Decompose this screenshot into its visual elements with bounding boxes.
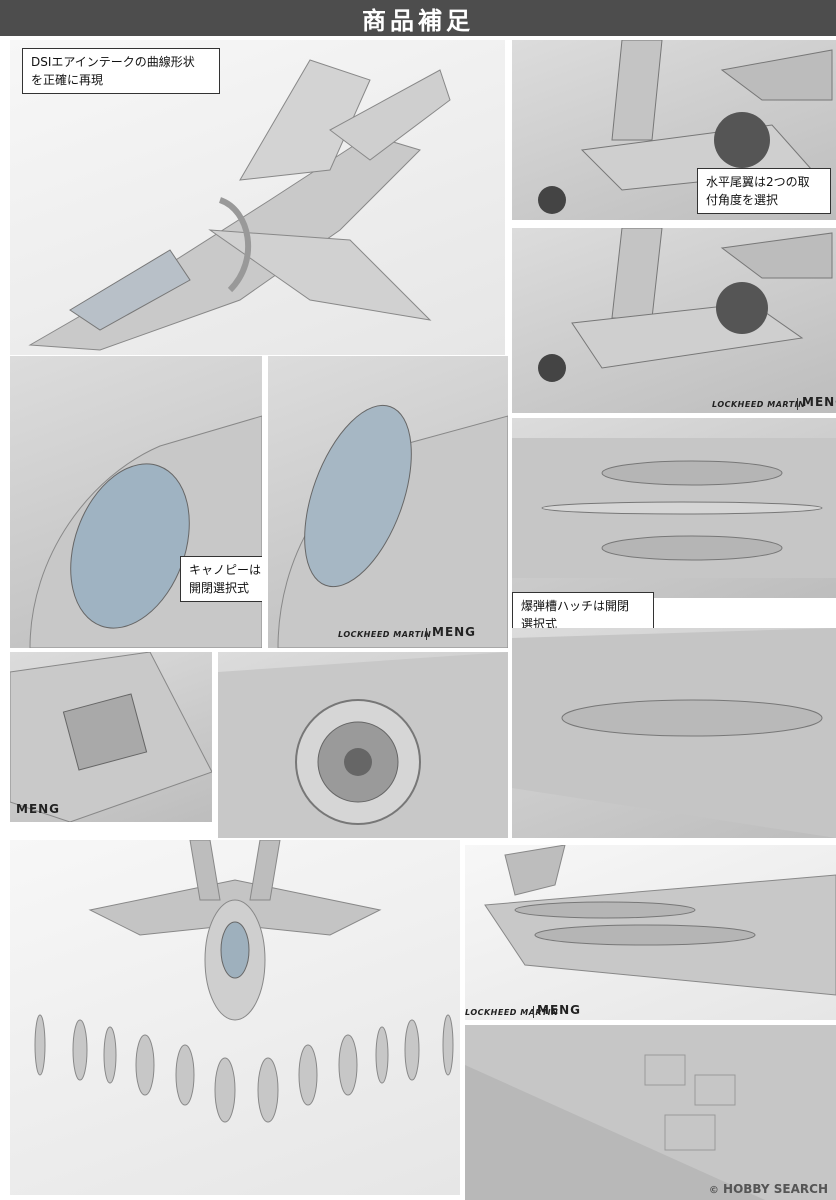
photo-weapons-bay (512, 418, 836, 598)
photo-stabilizer-angle-2: LOCKHEED MARTIN MENG (512, 228, 836, 413)
watermark-name: HOBBY SEARCH (723, 1182, 828, 1196)
meng-logo-2: MENG (432, 625, 477, 639)
photo-cockpit: MENG (10, 652, 212, 822)
callout-dsi-intake: DSIエアインテークの曲線形状 を正確に再現 (22, 48, 220, 94)
cockpit-illustration (10, 652, 212, 822)
weapons-bay-illustration (512, 438, 836, 578)
lockheed-logo-2: LOCKHEED MARTIN (338, 630, 432, 639)
photo-surface-detail: © HOBBY SEARCH (465, 1025, 836, 1200)
meng-logo-4: MENG (537, 1003, 582, 1017)
title-banner: 商品補足 (0, 0, 836, 36)
page-title: 商品補足 (362, 6, 474, 35)
meng-logo-3: MENG (16, 802, 61, 816)
engine-nozzle-illustration (218, 652, 508, 838)
callout-stabilizer: 水平尾翼は2つの取 付角度を選択 (697, 168, 831, 214)
logo-divider-3 (533, 1006, 534, 1018)
canopy-open-illustration (277, 404, 508, 648)
lockheed-logo-3: LOCKHEED MARTIN (465, 1008, 559, 1017)
logo-divider-1 (797, 398, 798, 410)
underside-illustration (512, 628, 836, 838)
front-weapons-illustration (34, 840, 454, 1123)
logo-divider-2 (426, 628, 427, 640)
callout-canopy: キャノピーは 開閉選択式 (180, 556, 262, 602)
surface-detail-illustration (465, 1025, 836, 1200)
photo-canopy-open: LOCKHEED MARTIN MENG (268, 356, 508, 648)
hobby-search-watermark: © HOBBY SEARCH (709, 1182, 828, 1196)
photo-engine-nozzle (218, 652, 508, 838)
photo-canopy-closed: キャノピーは 開閉選択式 (10, 356, 262, 648)
jet-topview-illustration (28, 59, 451, 351)
watermark-copyright: © (708, 1185, 719, 1196)
canopy-closed-illustration (29, 415, 262, 648)
photo-side-weapons: LOCKHEED MARTIN MENG (465, 845, 836, 1020)
photo-stabilizer-angle-1: 水平尾翼は2つの取 付角度を選択 (512, 40, 836, 220)
photo-underside (512, 628, 836, 838)
photo-main-jet-topview: DSIエアインテークの曲線形状 を正確に再現 (10, 40, 505, 355)
stabilizer-illustration-2 (538, 228, 833, 382)
side-weapons-illustration (484, 845, 836, 996)
photo-front-weapons-array (10, 840, 460, 1195)
meng-logo-1: MENG (802, 395, 836, 409)
lockheed-logo-1: LOCKHEED MARTIN (712, 400, 806, 409)
